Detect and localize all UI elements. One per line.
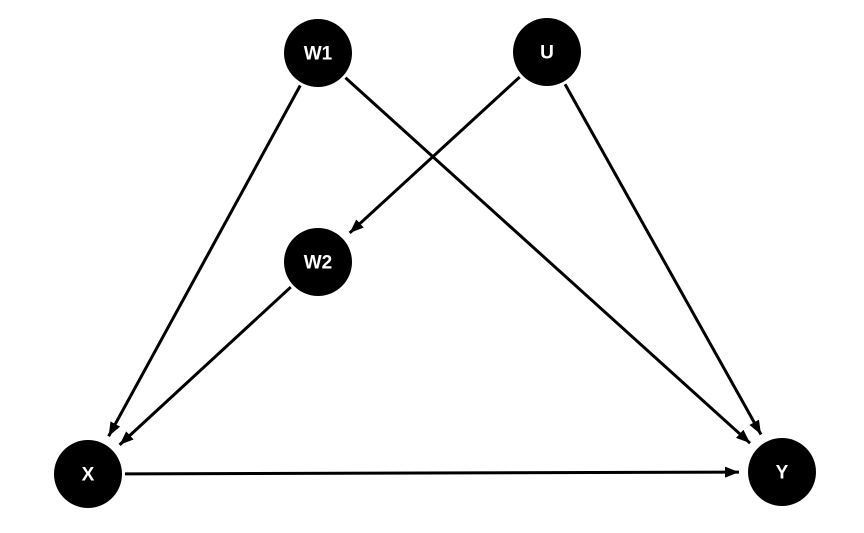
edge-w1-to-y xyxy=(344,76,752,445)
node-circle-y xyxy=(748,438,816,506)
edge-x-to-y xyxy=(124,466,740,478)
node-w2: W2 xyxy=(284,228,352,296)
nodes-layer: W1 U W2X Y xyxy=(54,18,816,508)
node-u: U xyxy=(513,18,581,86)
node-x: X xyxy=(54,440,122,508)
node-circle-w2 xyxy=(284,228,352,296)
node-circle-u xyxy=(513,18,581,86)
edge-u-to-y xyxy=(563,83,763,436)
node-circle-w1 xyxy=(284,19,352,87)
edges-layer xyxy=(107,75,763,478)
edge-w2-to-x xyxy=(118,285,292,446)
node-circle-x xyxy=(54,440,122,508)
edge-w1-to-x xyxy=(107,84,302,437)
edge-u-to-w2 xyxy=(348,75,521,235)
node-y: Y xyxy=(748,438,816,506)
node-w1: W1 xyxy=(284,19,352,87)
